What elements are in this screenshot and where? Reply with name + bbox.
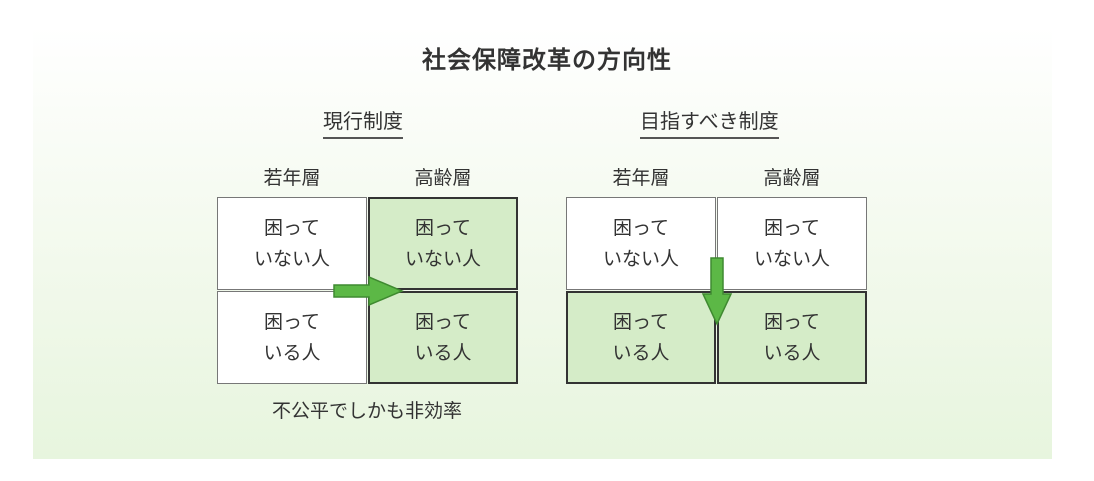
- cell-line: 困って: [263, 216, 321, 239]
- cell-line: いない人: [404, 247, 481, 270]
- cell-line: 困って: [414, 216, 472, 239]
- target-system-subtitle: 目指すべき制度: [640, 108, 779, 139]
- cell-line: 困って: [414, 310, 472, 333]
- cell-line: いる人: [612, 341, 670, 364]
- current-old-in-need: 困っている人: [368, 291, 518, 384]
- current-young-not-in-need: 困っていない人: [217, 197, 367, 290]
- current-system-note: 不公平でしかも非効率: [271, 400, 462, 422]
- current-col-old: 高齢層: [414, 167, 472, 189]
- current-old-not-in-need: 困っていない人: [368, 197, 518, 290]
- cell-line: いる人: [763, 341, 821, 364]
- target-old-not-in-need: 困っていない人: [717, 197, 867, 290]
- current-col-young: 若年層: [263, 167, 321, 189]
- cell-line: いない人: [602, 247, 679, 270]
- cell-line: いない人: [753, 247, 830, 270]
- current-system-subtitle: 現行制度: [323, 108, 403, 139]
- cell-line: いる人: [414, 341, 472, 364]
- cell-line: 困って: [763, 310, 821, 333]
- current-young-in-need: 困っている人: [217, 291, 367, 384]
- cell-line: いる人: [263, 341, 321, 364]
- background-panel: [33, 27, 1052, 459]
- cell-line: いない人: [253, 247, 330, 270]
- cell-line: 困って: [612, 310, 670, 333]
- target-old-in-need: 困っている人: [717, 291, 867, 384]
- diagram-title: 社会保障改革の方向性: [422, 46, 672, 74]
- target-col-young: 若年層: [612, 167, 670, 189]
- target-young-not-in-need: 困っていない人: [566, 197, 716, 290]
- down-arrow-icon: [701, 257, 733, 326]
- cell-line: 困って: [763, 216, 821, 239]
- target-col-old: 高齢層: [763, 167, 821, 189]
- cell-line: 困って: [263, 310, 321, 333]
- right-arrow-icon: [333, 275, 404, 307]
- target-young-in-need: 困っている人: [566, 291, 716, 384]
- cell-line: 困って: [612, 216, 670, 239]
